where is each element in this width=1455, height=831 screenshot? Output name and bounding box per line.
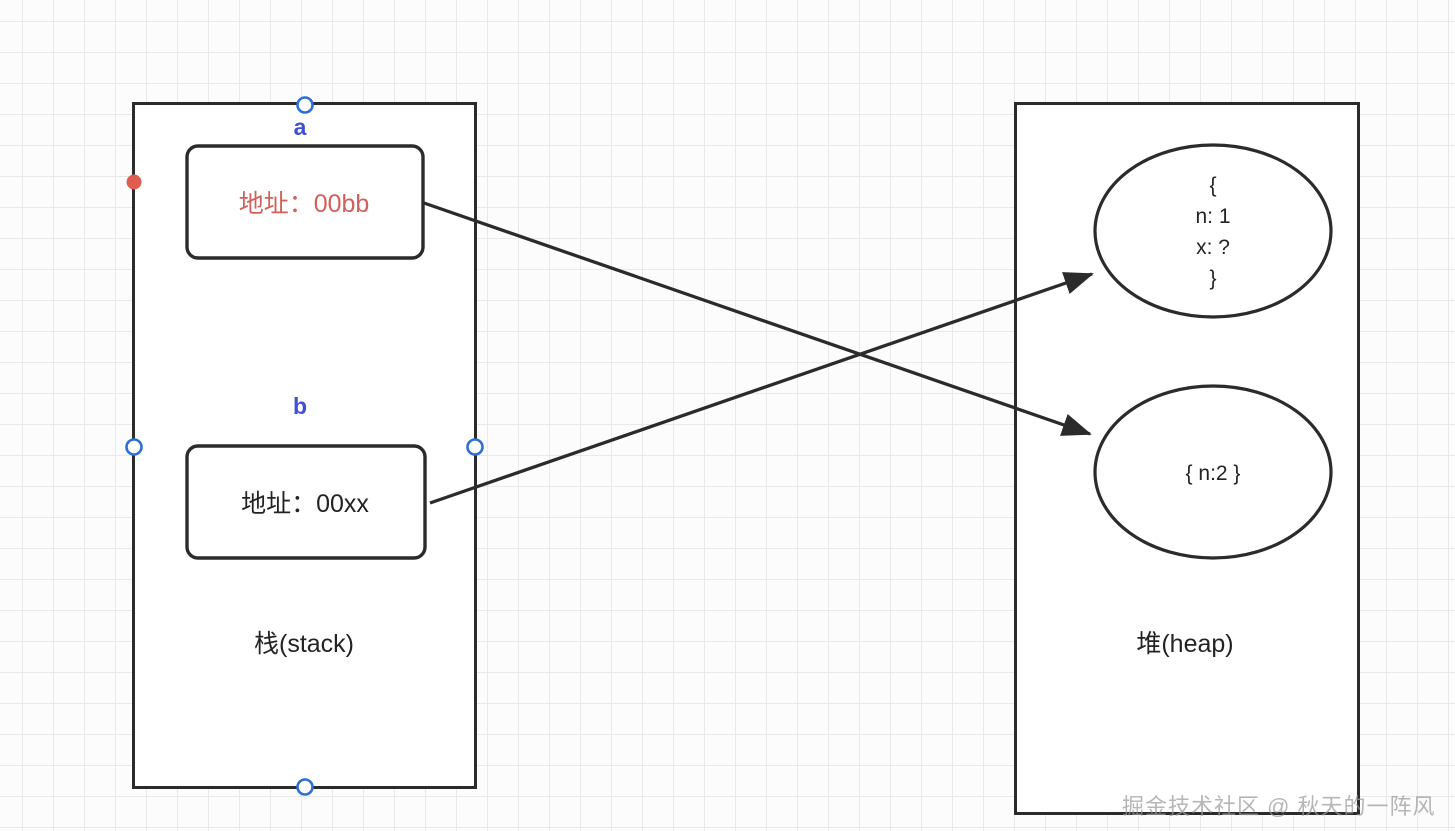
arrow-a-to-heap-bottom[interactable] xyxy=(423,201,1092,436)
heap-region-label: 堆(heap) xyxy=(1136,630,1234,658)
heap-object-bottom-line-0: { n:2 } xyxy=(1185,462,1241,485)
handle-bottom[interactable] xyxy=(296,778,314,796)
heap-object-top-shape[interactable] xyxy=(1093,143,1333,319)
heap-object-bottom-shape[interactable] xyxy=(1093,384,1333,560)
arrow-b-to-heap-top[interactable] xyxy=(429,272,1094,505)
stack-slot-a-label: a xyxy=(293,114,307,140)
heap-object-top-line-3: } xyxy=(1209,267,1217,290)
stack-region-label: 栈(stack) xyxy=(253,630,355,658)
handle-left[interactable] xyxy=(125,438,143,456)
heap-object-top-line-2: x: ? xyxy=(1196,236,1230,259)
stack-slot-a-shape[interactable] xyxy=(185,144,425,260)
heap-object-top-line-1: n: 1 xyxy=(1195,205,1231,228)
stack-slot-b-value[interactable]: 地址：00xx xyxy=(241,490,369,518)
stack-slot-b-label: b xyxy=(292,393,308,419)
handle-connector-red[interactable] xyxy=(126,174,142,190)
watermark: 掘金技术社区 @ 秋天的一阵风 xyxy=(1122,794,1436,819)
heap-object-top-line-0: { xyxy=(1209,174,1217,197)
handle-right[interactable] xyxy=(466,438,484,456)
stack-slot-b-shape[interactable] xyxy=(185,444,427,560)
stack-slot-a-value[interactable]: 地址：00bb xyxy=(238,190,370,218)
handle-top[interactable] xyxy=(296,96,314,114)
